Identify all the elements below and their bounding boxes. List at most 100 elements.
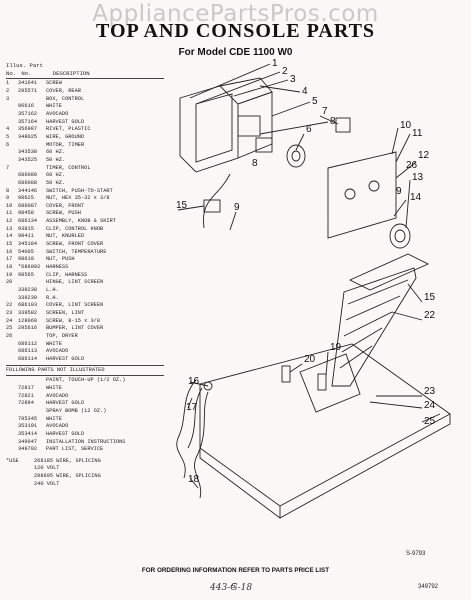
- not-illustrated-header: FOLLOWING PARTS NOT ILLUSTRATED: [6, 366, 105, 373]
- illus-number: 14: [6, 233, 13, 240]
- part-number: 686113: [18, 348, 38, 355]
- part-number: 686112: [18, 340, 38, 347]
- part-number: 344146: [18, 187, 38, 194]
- part-number: 93815: [18, 225, 34, 232]
- lint-hinge-lh: [281, 365, 291, 383]
- illus-number: 26: [6, 332, 13, 339]
- part-number: 795345: [18, 415, 38, 422]
- page-number: 5: [232, 584, 236, 590]
- part-number: 686087: [18, 202, 38, 209]
- part-description: R.H.: [46, 294, 59, 301]
- ordering-footer: FOR ORDERING INFORMATION REFER TO PARTS …: [141, 567, 330, 574]
- callout-number: 8: [252, 158, 258, 169]
- header-illus-no: No.: [6, 69, 17, 77]
- part-description: ASSEMBLY, KNOB & SKIRT: [46, 218, 116, 225]
- dryer-top: [199, 343, 451, 507]
- note-text: 298695 WIRE, SPLICING: [34, 473, 101, 480]
- part-description: NUT, KNURLED: [46, 233, 85, 240]
- note-text: 240 VOLT: [34, 480, 60, 487]
- callout-number: 15: [176, 200, 188, 211]
- part-description: AVOCADO: [46, 423, 69, 430]
- list-header-line1: Illus. Part: [6, 62, 43, 69]
- part-description: 60 HZ.: [46, 149, 66, 156]
- part-number: 98458: [18, 210, 34, 217]
- part-description: HARVEST GOLD: [46, 118, 85, 125]
- part-number: 339582: [18, 310, 38, 316]
- header-divider: [6, 78, 164, 80]
- illus-number: 19: [6, 271, 13, 278]
- timer-motor-part: [286, 144, 306, 168]
- front-cover-hole: [344, 188, 356, 200]
- callout-number: 10: [400, 120, 412, 131]
- part-number: 98565: [18, 271, 34, 278]
- part-number: 343525: [18, 156, 38, 163]
- front-cover: [327, 151, 397, 239]
- part-description: SCREW: [46, 80, 62, 87]
- dryer-top-edge-2: [279, 414, 451, 519]
- callout-number: 7: [322, 106, 328, 117]
- part-number: 353414: [18, 430, 38, 437]
- not-illustrated-row: 353191 AVOCADO: [6, 423, 164, 431]
- wire: [202, 173, 231, 229]
- part-number: 98411: [18, 233, 34, 240]
- part-description: AVOCADO: [46, 110, 69, 117]
- page-title: TOP AND CONSOLE PARTS: [95, 20, 376, 42]
- part-description: SCREEN, LINT: [46, 310, 85, 316]
- part-number: 54005: [18, 248, 34, 255]
- push-nut: [203, 381, 213, 391]
- part-description: L.H.: [46, 287, 59, 294]
- part-description: HARVEST GOLD: [46, 430, 85, 437]
- diagram-callouts: 1234567891011121314151617181920152223242…: [160, 58, 436, 485]
- part-description: CLIP, CONTROL KNOB: [46, 225, 104, 232]
- illus-number: 22: [6, 302, 13, 309]
- part-description: BUMPER, LINT COVER: [46, 325, 104, 332]
- front-cover-hole-2: [368, 180, 380, 192]
- illus-number: 11: [6, 210, 13, 217]
- part-description: HARNESS: [46, 264, 69, 271]
- part-number: 353191: [18, 423, 38, 430]
- timer-motor-hub: [291, 150, 301, 162]
- watermark: AppliancePartsPros.com: [92, 1, 379, 27]
- callout-number: 3: [290, 74, 296, 85]
- lint-opening: [299, 353, 361, 413]
- illus-number: 2: [6, 87, 10, 94]
- handwritten-note: 443-G-18: [210, 583, 253, 593]
- callout-number: 11: [412, 128, 423, 139]
- note-text: 268185 WIRE, SPLICING: [34, 457, 101, 464]
- callout-number: 19: [330, 342, 342, 353]
- wire-harness: [176, 379, 209, 499]
- callout-number: 2: [282, 66, 288, 77]
- dryer-top-edge: [199, 448, 281, 519]
- illus-number: 10: [6, 202, 13, 209]
- part-description: HARVEST GOLD: [46, 355, 85, 362]
- illus-number: 8: [6, 187, 10, 194]
- part-number: 349047: [18, 438, 38, 445]
- control-knob-center: [394, 229, 406, 243]
- part-description: NUT, PUSH: [46, 256, 75, 263]
- callout-number: 24: [424, 400, 436, 411]
- part-number: 686114: [18, 355, 38, 362]
- part-number: 72894: [18, 400, 34, 407]
- illus-number: 20: [6, 279, 13, 286]
- part-description: INSTALLATION INSTRUCTIONS: [46, 438, 126, 445]
- section-divider: [6, 364, 164, 366]
